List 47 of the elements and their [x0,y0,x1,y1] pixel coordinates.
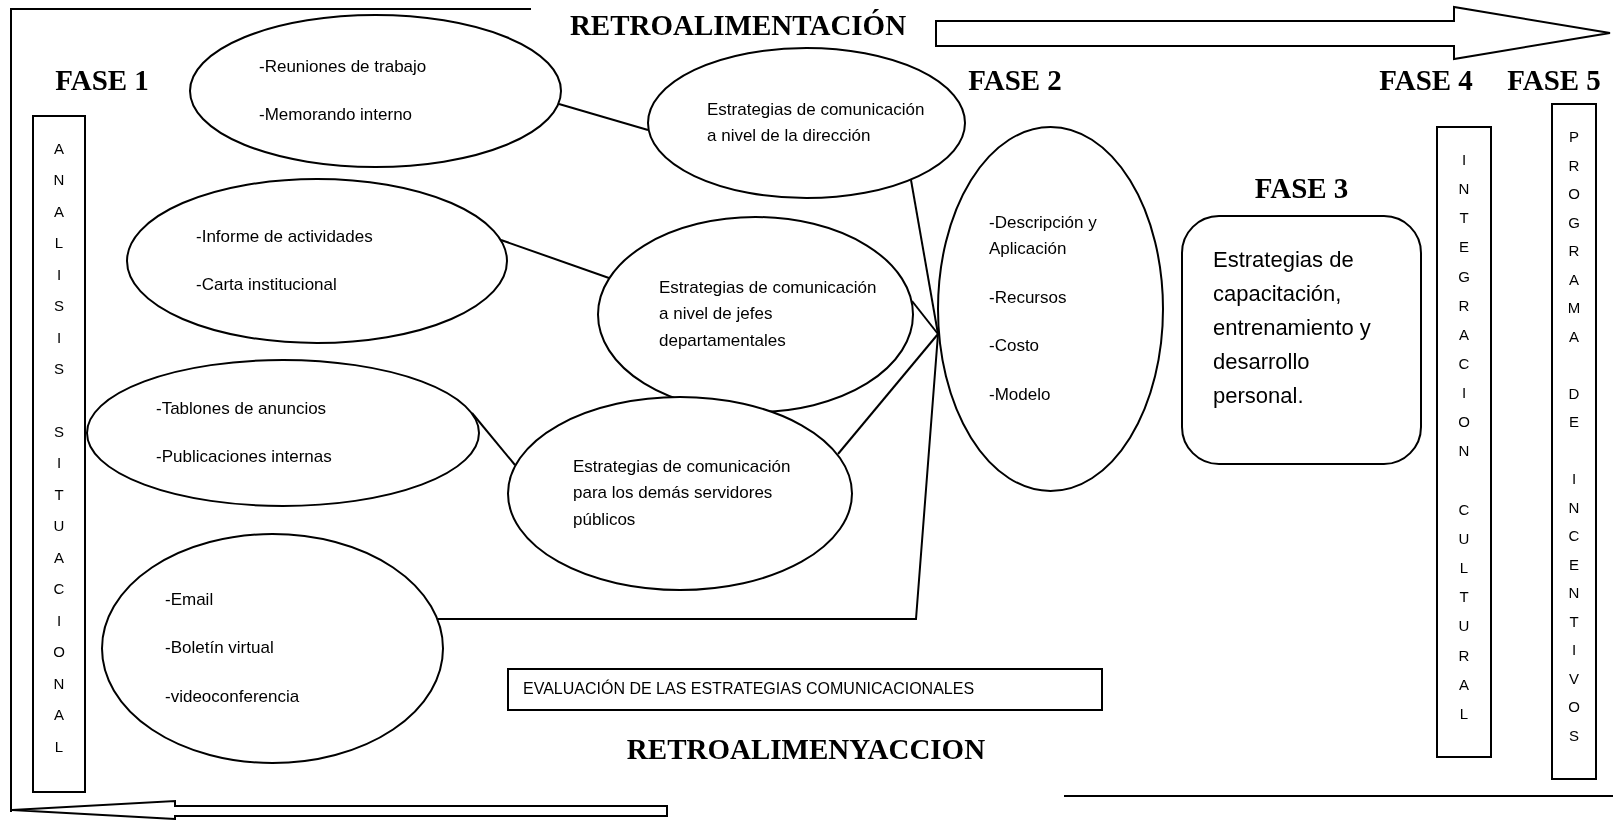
node-text: -Memorando interno [259,104,414,126]
node-text: EVALUACIÓN DE LAS ESTRATEGIAS COMUNICACIONALES [523,678,976,700]
node-text: Estrategias de capacitación, entrenamiento y desarrollo personal. [1213,246,1372,411]
node-text: Estrategias de comunicación a nivel de la dirección [707,98,926,147]
node-text: -Tablones de anuncios [156,397,328,420]
phase-heading: FASE 2 [968,63,1062,97]
phase-heading: RETROALIMENYACCION [626,732,986,766]
connector-line [910,179,939,335]
node-text: ANALISIS SITUACIONAL [51,139,67,769]
node-text: -Publicaciones internas [156,446,333,468]
node-text: -Carta institucional [196,274,338,296]
node-text: -Boletín virtual [165,637,275,660]
phase-heading: FASE 4 [1379,63,1473,97]
text-box [507,668,1103,711]
ellipse-node [507,396,853,591]
ellipse-node [937,126,1164,492]
ellipse-node [126,178,508,344]
ellipse-node [597,216,914,413]
phase-heading: RETROALIMENTACIÓN [569,8,907,42]
phase-heading: FASE 1 [55,63,149,97]
node-text: -Informe de actividades [196,225,374,248]
vertical-text-box [32,115,86,793]
node-text: -videoconferencia [165,685,301,708]
node-text: -Recursos [989,286,1068,309]
node-text: -Descripción y Aplicación [989,212,1098,261]
vertical-text-box [1436,126,1492,758]
node-text: -Costo [989,335,1041,358]
node-text: Estrategias de comunicación a nivel de jefes departamentales [659,277,878,352]
ellipse-node [86,359,480,507]
node-text: INTEGRACION CULTURAL [1456,150,1472,734]
connector-line [837,333,939,455]
connector-line [911,300,939,335]
ellipse-node [647,47,966,199]
connector-line [558,103,649,131]
ellipse-node [101,533,444,764]
node-text: Estrategias de comunicación para los demás servidores públicos [573,456,792,531]
node-text: -Modelo [989,383,1052,406]
vertical-text-box [1551,103,1597,780]
phase-heading: FASE 3 [1254,171,1349,205]
ellipse-node [189,14,562,168]
node-text: -Email [165,589,215,611]
connector-line [471,412,516,466]
connector-line [500,239,610,279]
node-text: -Reuniones de trabajo [259,55,428,78]
node-text: PROGRAMA DE INCENTIVOS [1566,127,1582,756]
rounded-box [1181,215,1422,465]
phase-heading: FASE 5 [1507,63,1601,97]
